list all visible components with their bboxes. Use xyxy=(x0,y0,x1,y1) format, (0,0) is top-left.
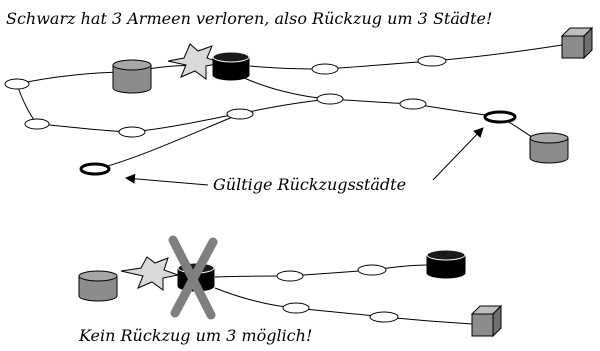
bottom-caption: Kein Rückzug um 3 möglich! xyxy=(79,326,313,345)
valid-retreat-cities xyxy=(79,110,517,176)
road-line xyxy=(131,113,238,133)
top-caption: Schwarz hat 3 Armeen verloren, also Rück… xyxy=(6,9,493,28)
valid-retreat-city xyxy=(79,162,111,176)
road-line xyxy=(214,287,297,309)
black-army-icon xyxy=(426,249,466,279)
battle-star-icon xyxy=(120,256,180,291)
road-line xyxy=(431,44,563,62)
road-line xyxy=(16,83,38,125)
top-cities xyxy=(4,55,447,138)
city-node xyxy=(226,108,254,120)
city-node xyxy=(282,302,310,314)
valid-retreat-city xyxy=(483,110,517,124)
arrow-line xyxy=(432,127,484,181)
road-line xyxy=(324,60,433,70)
city-node xyxy=(4,78,30,90)
arrow-line xyxy=(125,173,209,186)
road-line xyxy=(239,98,331,115)
city-node xyxy=(399,98,427,110)
city-node xyxy=(276,270,304,282)
grey-army-icon xyxy=(112,59,152,94)
bottom-cities xyxy=(276,264,399,323)
grey-army-icon xyxy=(529,132,569,164)
city-node xyxy=(316,93,344,105)
road-line xyxy=(96,113,241,170)
city-node xyxy=(311,63,339,75)
city-node xyxy=(24,118,50,130)
grey-fortress-icon xyxy=(470,304,503,338)
grey-army-icon xyxy=(78,270,118,302)
road-line xyxy=(239,75,331,100)
city-node xyxy=(357,264,387,276)
city-node xyxy=(118,126,146,138)
city-node xyxy=(369,311,399,323)
valid-retreat-label: Gültige Rückzugsstädte xyxy=(213,175,407,194)
road-line xyxy=(36,123,133,133)
cross-icon xyxy=(168,235,218,320)
city-node xyxy=(417,55,447,67)
battle-star-icon xyxy=(167,43,223,80)
black-army-icon xyxy=(212,51,250,81)
grey-fortress-icon xyxy=(560,26,594,60)
